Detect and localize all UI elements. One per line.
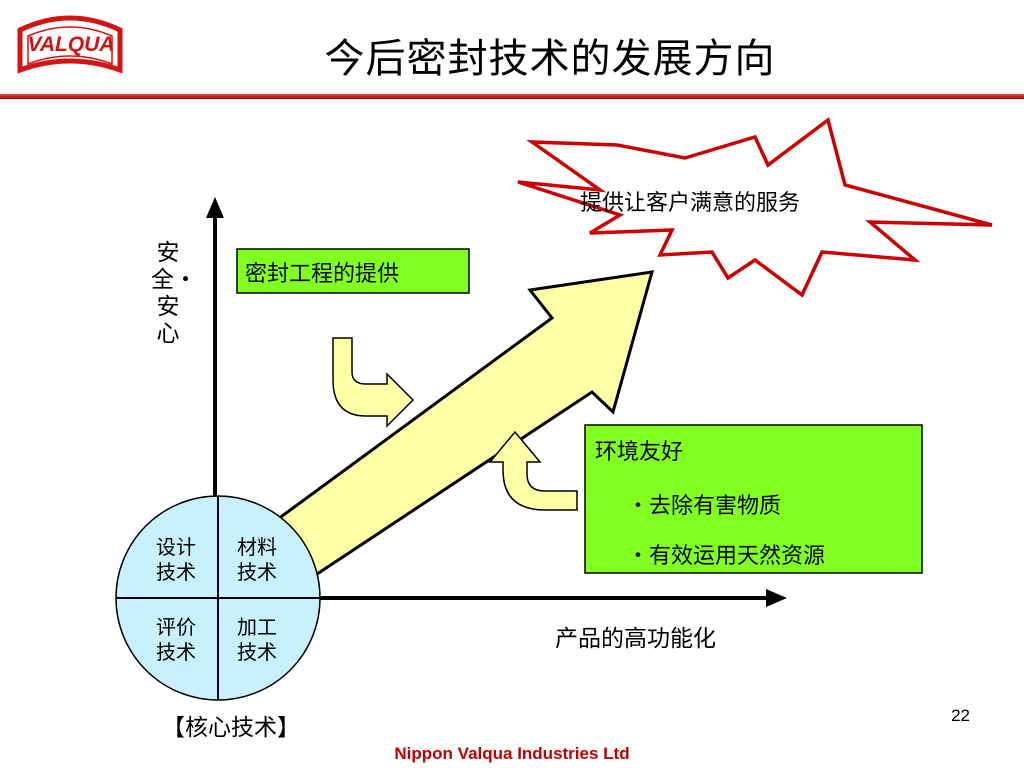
quadrant-line: 技术 (156, 560, 196, 584)
environment-item: ・去除有害物质 (627, 494, 782, 519)
core-tech-label: 【核心技术】 (162, 715, 300, 741)
page-title: 今后密封技术的发展方向 (324, 36, 776, 82)
x-axis-label: 产品的高功能化 (555, 626, 716, 652)
seal-box-rect (236, 248, 470, 294)
quadrant-line: 技术 (237, 560, 277, 584)
page-number: 22 (951, 706, 970, 725)
environment-title: 环境友好 (595, 440, 684, 465)
quadrant-line: 加工 (237, 615, 277, 639)
curved-arrow-left (332, 337, 415, 428)
title-underline (0, 94, 1024, 99)
y-axis-label: 安全・安心 (151, 240, 197, 347)
footer-company: Nippon Valqua Industries Ltd (394, 744, 630, 763)
seal-box-label: 密封工程的提供 (245, 262, 400, 287)
logo-text: VALQUA (27, 33, 115, 56)
quadrant-evaluation-tech: 评价 技术 (146, 615, 206, 665)
quadrant-line: 评价 (156, 615, 196, 639)
burst-shape (517, 117, 993, 298)
quadrant-processing-tech: 加工 技术 (227, 615, 287, 665)
quadrant-line: 材料 (237, 535, 277, 559)
quadrant-line: 技术 (156, 640, 196, 664)
y-axis-arrowhead (206, 197, 224, 218)
quadrant-line: 设计 (156, 535, 196, 559)
valqua-logo-icon (17, 15, 123, 74)
curved-arrow-right (488, 430, 578, 511)
environment-box-rect (584, 424, 923, 574)
growth-arrow (260, 270, 655, 582)
x-axis-arrowhead (766, 589, 787, 607)
quadrant-material-tech: 材料 技术 (227, 535, 287, 585)
environment-item: ・有效运用天然资源 (627, 544, 826, 569)
quadrant-design-tech: 设计 技术 (146, 535, 206, 585)
quadrant-line: 技术 (237, 640, 277, 664)
burst-label: 提供让客户满意的服务 (580, 191, 801, 216)
